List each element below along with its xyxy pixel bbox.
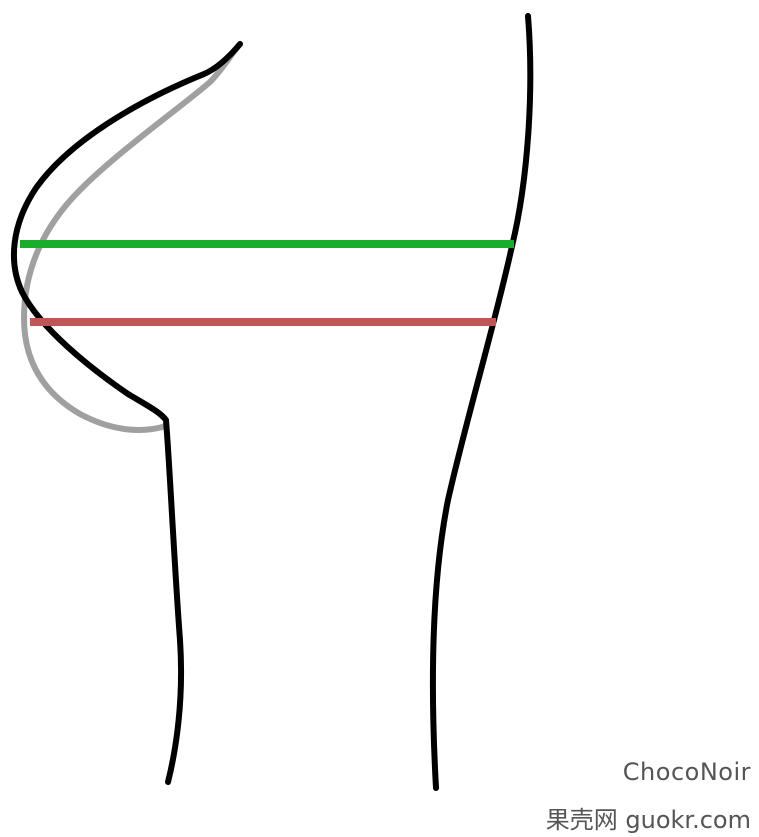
author-credit: ChocoNoir [622,758,751,786]
black-front-contour [10,41,243,785]
site-watermark: 果壳网 guokr.com [545,806,751,834]
black-back-contour [429,13,534,791]
gray-contour [21,41,243,433]
